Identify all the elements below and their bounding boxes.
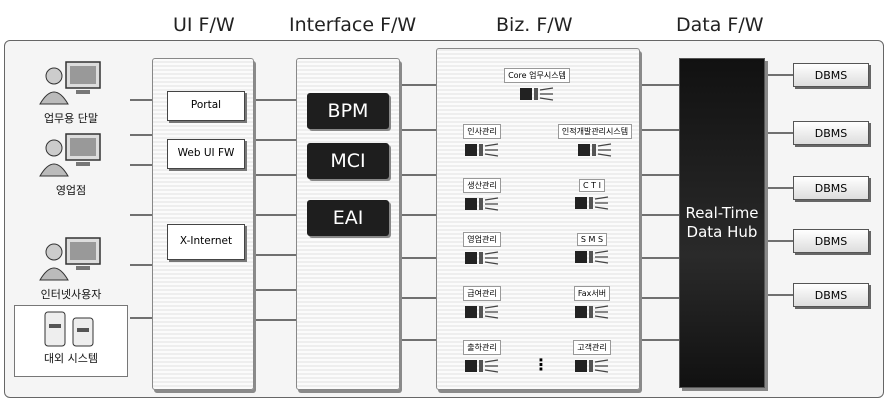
biz-module-right-1: 인적개발관리시스템 bbox=[553, 119, 637, 159]
ui-portal-box: Portal bbox=[167, 91, 245, 121]
biz-fw-panel: Core 업무시스템 인사관리 인적개발관리시스템 생산관리 C T I 영업관… bbox=[436, 48, 640, 390]
hub-label-line1: Real-Time bbox=[685, 204, 758, 223]
interface-eai-box: EAI bbox=[307, 200, 389, 236]
dbms-box-4: DBMS bbox=[793, 229, 869, 253]
biz-module-icon bbox=[464, 304, 500, 320]
biz-module-right-3: S M S bbox=[557, 227, 627, 267]
realtime-data-hub: Real-Time Data Hub bbox=[679, 58, 765, 388]
interface-bpm-box: BPM bbox=[307, 93, 389, 129]
biz-label: 영업관리 bbox=[463, 232, 500, 247]
biz-module-right-2: C T I bbox=[557, 173, 627, 213]
biz-module-icon bbox=[464, 196, 500, 212]
biz-module-right-4: Fax서버 bbox=[557, 281, 627, 321]
client-label: 대외 시스템 bbox=[15, 350, 127, 366]
biz-label: 인적개발관리시스템 bbox=[558, 124, 632, 139]
biz-module-right-5: 고객관리 bbox=[557, 335, 627, 375]
biz-module-icon bbox=[574, 358, 610, 374]
biz-core-system: Core 업무시스템 bbox=[502, 63, 572, 103]
biz-label: 출하관리 bbox=[463, 340, 500, 355]
biz-module-left-2: 생산관리 bbox=[447, 173, 517, 213]
biz-module-icon bbox=[519, 86, 555, 102]
ui-fw-panel: Portal Web UI FW X-Internet bbox=[152, 58, 254, 390]
client-label: 인터넷사용자 bbox=[12, 286, 130, 302]
biz-label: 생산관리 bbox=[463, 178, 500, 193]
interface-mci-box: MCI bbox=[307, 143, 389, 179]
biz-module-icon bbox=[464, 142, 500, 158]
client-label: 영업점 bbox=[12, 182, 130, 198]
biz-module-left-4: 급여관리 bbox=[447, 281, 517, 321]
client-internet-user: 인터넷사용자 bbox=[12, 234, 130, 302]
terminal-user-icon bbox=[36, 58, 106, 106]
biz-label: Core 업무시스템 bbox=[504, 68, 570, 83]
biz-module-icon bbox=[574, 304, 610, 320]
server-icon bbox=[39, 310, 103, 350]
biz-module-icon bbox=[574, 195, 610, 211]
dbms-box-2: DBMS bbox=[793, 121, 869, 145]
biz-label: 고객관리 bbox=[573, 340, 610, 355]
terminal-user-icon bbox=[36, 130, 106, 178]
biz-module-icon bbox=[464, 358, 500, 374]
dbms-box-3: DBMS bbox=[793, 176, 869, 200]
interface-fw-title: Interface F/W bbox=[289, 14, 416, 36]
client-label: 업무용 단말 bbox=[12, 110, 130, 126]
biz-module-icon bbox=[464, 250, 500, 266]
data-fw-title: Data F/W bbox=[676, 14, 764, 36]
biz-module-icon bbox=[577, 142, 613, 158]
biz-module-left-1: 인사관리 bbox=[447, 119, 517, 159]
interface-fw-panel: BPM MCI EAI bbox=[296, 58, 400, 390]
dbms-box-1: DBMS bbox=[793, 63, 869, 87]
biz-label: 인사관리 bbox=[463, 124, 500, 139]
ui-fw-title: UI F/W bbox=[173, 14, 235, 36]
biz-fw-title: Biz. F/W bbox=[496, 14, 572, 36]
client-work-terminal: 업무용 단말 bbox=[12, 58, 130, 126]
client-external-system: 대외 시스템 bbox=[14, 305, 128, 377]
biz-module-left-5: 출하관리 bbox=[447, 335, 517, 375]
dbms-box-5: DBMS bbox=[793, 283, 869, 307]
terminal-user-icon bbox=[36, 234, 106, 282]
hub-label-line2: Data Hub bbox=[687, 223, 758, 242]
biz-label: C T I bbox=[579, 179, 605, 192]
biz-label: S M S bbox=[577, 233, 607, 246]
biz-more-ellipsis: ⋮ bbox=[533, 355, 549, 374]
biz-module-left-3: 영업관리 bbox=[447, 227, 517, 267]
ui-x-internet-box: X-Internet bbox=[167, 224, 245, 260]
biz-module-icon bbox=[574, 249, 610, 265]
ui-web-ui-fw-box: Web UI FW bbox=[167, 139, 245, 169]
client-branch: 영업점 bbox=[12, 130, 130, 198]
biz-label: Fax서버 bbox=[574, 286, 610, 301]
biz-label: 급여관리 bbox=[463, 286, 500, 301]
